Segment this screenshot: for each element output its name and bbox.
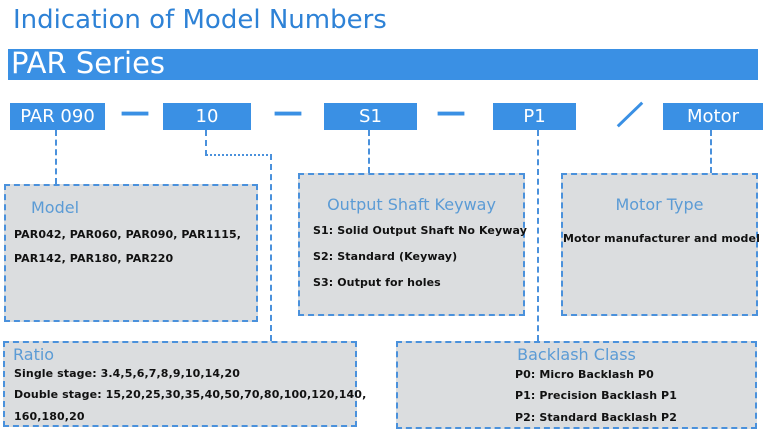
connector-ratio-line-across (206, 154, 272, 156)
dash-separator-3: — (436, 95, 466, 130)
connector-ratio-line-drop (270, 154, 272, 341)
code-segment-backlash: P1 (493, 103, 576, 130)
code-segment-model: PAR 090 (10, 103, 105, 130)
code-segment-keyway: S1 (324, 103, 417, 130)
panel-ratio-line: Double stage: 15,20,25,30,35,40,50,70,80… (14, 388, 367, 401)
dash-separator-2: — (273, 95, 303, 130)
panel-backlash-class: Backlash Class P0: Micro Backlash P0 P1:… (396, 341, 757, 429)
series-banner: PAR Series (8, 46, 758, 80)
panel-ratio: Ratio Single stage: 3.4,5,6,7,8,9,10,14,… (3, 341, 366, 427)
panel-motor-type: Motor Type Motor manufacturer and model (561, 173, 760, 316)
panel-ratio-line: Single stage: 3.4,5,6,7,8,9,10,14,20 (14, 367, 240, 380)
panel-model-title: Model (31, 198, 80, 217)
page-title: Indication of Model Numbers (13, 5, 387, 35)
series-banner-label: PAR Series (11, 46, 166, 80)
dash-separator-1: — (120, 95, 150, 130)
panel-backlash-class-title: Backlash Class (517, 345, 636, 364)
slash-separator (616, 101, 644, 128)
panel-output-shaft-keyway: Output Shaft Keyway S1: Solid Output Sha… (298, 173, 527, 316)
panel-output-shaft-keyway-line: S1: Solid Output Shaft No Keyway (313, 224, 527, 237)
connector-ratio-line-down (205, 130, 207, 156)
panel-output-shaft-keyway-title: Output Shaft Keyway (327, 195, 496, 214)
panel-ratio-line: 160,180,20 (14, 410, 85, 423)
panel-ratio-title: Ratio (13, 345, 55, 364)
connector-backlash-line (537, 130, 539, 341)
code-segment-motor: Motor (663, 103, 763, 130)
connector-keyway-line (368, 130, 370, 173)
panel-backlash-class-line: P2: Standard Backlash P2 (515, 411, 677, 424)
panel-model-line: PAR042, PAR060, PAR090, PAR1115, (14, 228, 242, 241)
panel-backlash-class-line: P1: Precision Backlash P1 (515, 389, 677, 402)
panel-motor-type-line: Motor manufacturer and model (563, 232, 760, 245)
panel-backlash-class-line: P0: Micro Backlash P0 (515, 368, 654, 381)
panel-motor-type-title: Motor Type (615, 195, 704, 214)
panel-model-line: PAR142, PAR180, PAR220 (14, 252, 174, 265)
connector-model-line (55, 130, 57, 184)
code-segment-ratio: 10 (163, 103, 251, 130)
panel-output-shaft-keyway-line: S3: Output for holes (313, 276, 441, 289)
connector-motor-line (710, 130, 712, 173)
panel-model: Model PAR042, PAR060, PAR090, PAR1115, P… (4, 184, 258, 322)
panel-output-shaft-keyway-line: S2: Standard (Keyway) (313, 250, 458, 263)
